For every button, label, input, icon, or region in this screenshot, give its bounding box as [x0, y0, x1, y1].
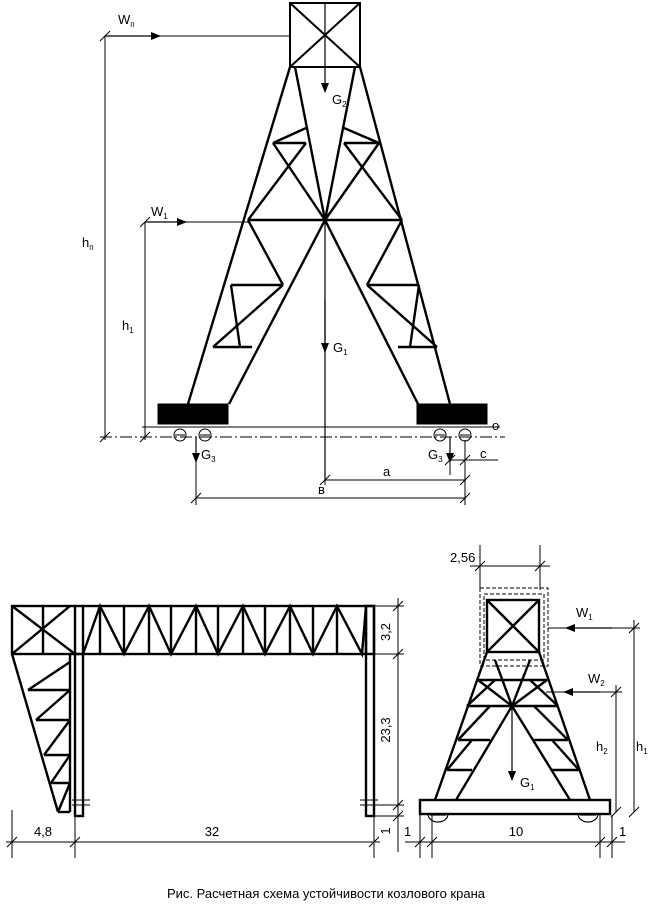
label-end-W-1: W [576, 605, 589, 620]
wheels [173, 428, 472, 442]
dim-2-56: 2,56 [450, 550, 475, 565]
label-end-W-2: W [588, 671, 601, 686]
svg-text:h2: h2 [596, 739, 608, 756]
svg-text:G1: G1 [333, 340, 348, 357]
svg-text:G2: G2 [332, 92, 347, 109]
label-h-n: h [82, 235, 89, 250]
label-G-3-left: G [201, 447, 211, 462]
label-o: о [492, 418, 499, 433]
svg-text:h1: h1 [636, 739, 648, 756]
svg-text:G3: G3 [428, 447, 443, 464]
label-end-h-2: h [596, 739, 603, 754]
end-view-labels: 2,56 W1 W2 h2 h1 G1 1 10 1 [404, 550, 648, 839]
dim-end-10: 10 [509, 824, 523, 839]
svg-text:W1: W1 [151, 204, 168, 221]
force-arrows-end [508, 624, 612, 781]
dim-1-side: 1 [378, 827, 393, 834]
left-leg-truss [186, 66, 452, 405]
label-c: с [480, 446, 487, 461]
label-G-3-right: G [428, 447, 438, 462]
label-W-n: W [118, 12, 131, 27]
svg-text:W1: W1 [576, 605, 593, 622]
svg-text:G3: G3 [201, 447, 216, 464]
dim-3-2: 3,2 [378, 623, 393, 641]
dim-32: 32 [205, 824, 219, 839]
dim-end-1-left: 1 [404, 824, 411, 839]
figure-caption: Рис. Расчетная схема устойчивости козлов… [167, 886, 486, 901]
svg-text:W2: W2 [588, 671, 605, 688]
label-G-2: G [332, 92, 342, 107]
dim-4-8: 4,8 [34, 824, 52, 839]
side-view-labels: 3,2 23,3 1 4,8 32 [34, 623, 393, 839]
dim-end-1-right: 1 [619, 824, 626, 839]
force-arrows-top [105, 3, 454, 480]
label-W-1: W [151, 204, 164, 219]
label-end-h-1: h [636, 739, 643, 754]
svg-text:Wп: Wп [118, 12, 135, 29]
right-bogie [416, 403, 488, 425]
label-end-G-1: G [520, 775, 530, 790]
dimension-lines-side [6, 598, 404, 858]
svg-text:G1: G1 [520, 775, 535, 792]
side-view-diagram [6, 598, 404, 858]
svg-text:hп: hп [82, 235, 94, 252]
svg-text:h1: h1 [122, 318, 134, 335]
front-view-labels: Wп G2 W1 hп h1 G1 G3 G3 о с а в [82, 12, 499, 497]
label-G-1: G [333, 340, 343, 355]
dimension-lines-end [405, 545, 640, 858]
front-view-diagram [99, 2, 505, 505]
dim-23-3: 23,3 [378, 717, 393, 742]
left-bogie [157, 403, 229, 425]
label-a: а [383, 464, 391, 479]
label-b: в [318, 482, 325, 497]
label-h-1: h [122, 318, 129, 333]
end-view-diagram [405, 545, 640, 858]
